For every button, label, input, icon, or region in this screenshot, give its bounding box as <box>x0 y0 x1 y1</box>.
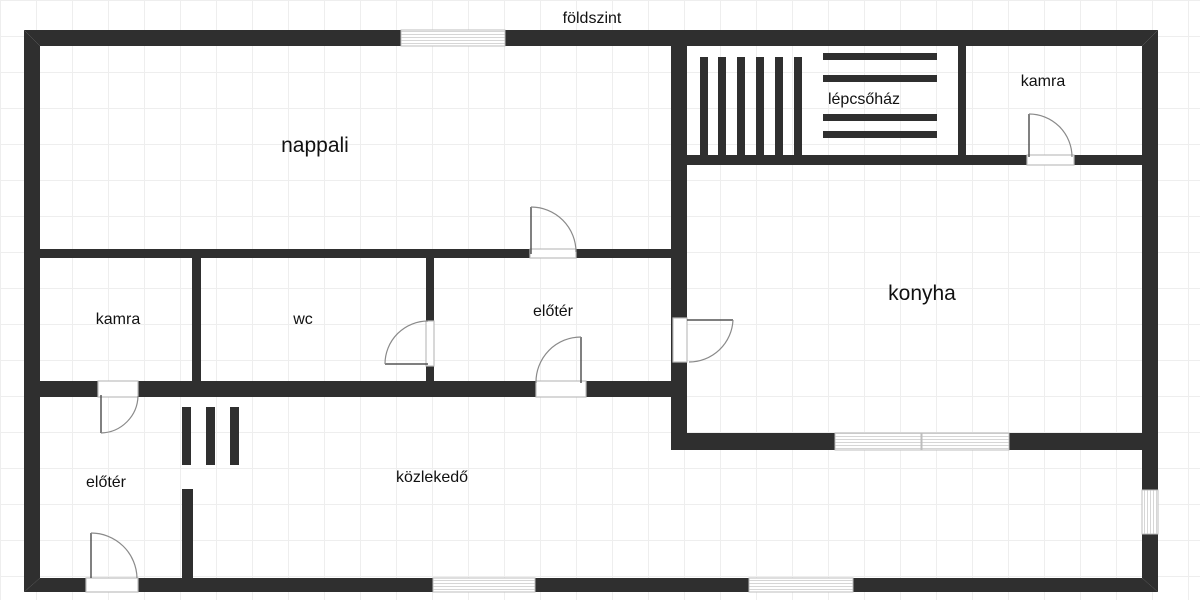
room-label-kamra-left: kamra <box>96 311 141 328</box>
door-entrance <box>85 532 139 593</box>
windows <box>400 29 1159 593</box>
wall-corridor-top <box>40 381 671 397</box>
door-kamra-top <box>1026 113 1075 166</box>
room-labels: földszint nappali lépcsőház kamra konyha… <box>86 10 1065 491</box>
wall-right-upper <box>1142 30 1158 450</box>
room-label-kamra-top: kamra <box>1021 73 1066 90</box>
window-corridor-bottom-1 <box>432 577 536 593</box>
room-label-kozlekedo: közlekedő <box>396 469 468 486</box>
window-corridor-bottom-2 <box>748 577 854 593</box>
room-label-nappali: nappali <box>281 134 349 157</box>
floor-title: földszint <box>563 10 622 27</box>
wall-wc-eloter <box>426 258 434 381</box>
walls <box>24 30 1158 592</box>
wall-bottom <box>24 578 1158 592</box>
wall-kitchen-left <box>671 46 687 450</box>
room-label-eloter-left: előtér <box>86 474 127 491</box>
stair-steps-horizontal <box>823 53 937 138</box>
wall-entrance-corridor <box>182 489 193 578</box>
wall-top <box>24 30 1158 46</box>
wall-kamra-wc <box>192 258 201 381</box>
door-kamra-left <box>97 380 139 434</box>
door-nappali <box>529 206 577 259</box>
stair-steps-vertical <box>700 57 802 155</box>
door-eloter-mid <box>535 336 587 398</box>
wall-kitchen-top <box>687 155 1142 165</box>
staircase <box>182 53 937 465</box>
room-label-wc: wc <box>292 311 313 328</box>
wall-nappali-bottom <box>40 249 671 258</box>
doors <box>85 113 1075 593</box>
door-wc <box>384 320 435 367</box>
window-corridor-right <box>1141 489 1159 535</box>
room-label-konyha: konyha <box>888 282 956 305</box>
wall-pantry-left <box>958 46 966 155</box>
window-konyha-1 <box>834 432 922 451</box>
wall-left <box>24 30 40 592</box>
stair-steps-corridor <box>182 407 239 465</box>
window-konyha-2 <box>921 432 1010 451</box>
room-label-lepcsohaz: lépcsőház <box>828 91 900 108</box>
door-konyha <box>672 317 734 363</box>
window-nappali-top <box>400 29 506 47</box>
room-label-eloter-mid: előtér <box>533 303 574 320</box>
